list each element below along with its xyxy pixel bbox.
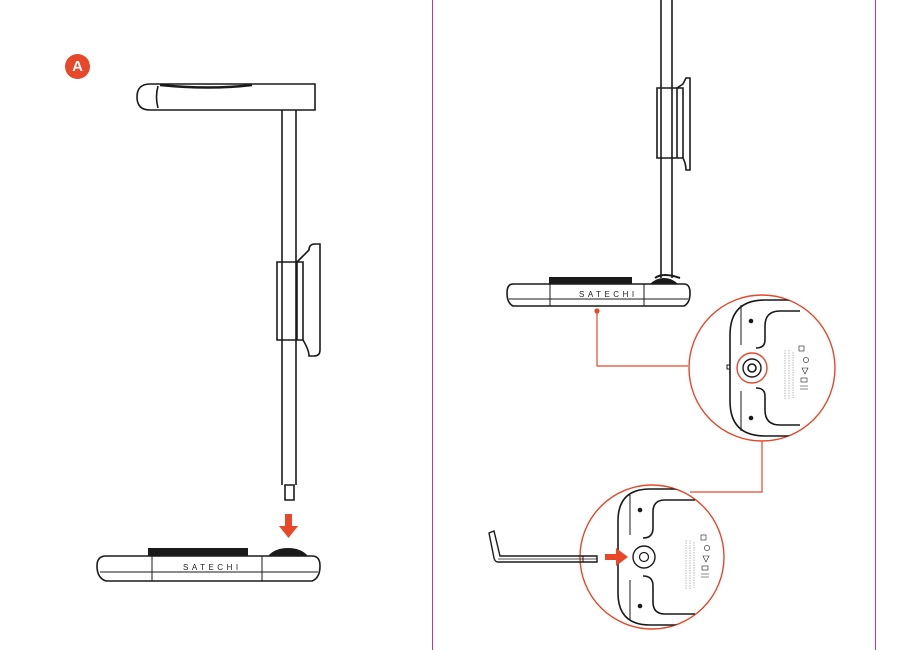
stand-pole [281, 110, 297, 485]
brand-label-right: SATECHI [579, 290, 638, 299]
hex-key-icon [488, 530, 598, 563]
regulatory-marks-2 [700, 534, 710, 578]
screw-icon [632, 545, 656, 569]
step-badge: A [65, 54, 90, 79]
headphone-hook [136, 83, 316, 111]
base-right: SATECHI [506, 277, 691, 307]
down-arrow-icon [279, 514, 298, 538]
right-arrow-icon [605, 548, 628, 566]
zoom-detail-screw [579, 484, 725, 630]
zoom-detail-base-underside [688, 294, 836, 442]
brand-label-left: SATECHI [183, 563, 242, 572]
regulatory-marks-1 [798, 345, 809, 390]
stand-arm [136, 83, 321, 501]
cable-clip [276, 261, 304, 341]
page-divider-right [875, 0, 876, 650]
step-label: A [72, 58, 83, 75]
base-left: SATECHI [96, 548, 321, 582]
stand-assembled [654, 0, 691, 279]
callout-lines [594, 308, 763, 493]
page-divider-middle [432, 0, 433, 650]
